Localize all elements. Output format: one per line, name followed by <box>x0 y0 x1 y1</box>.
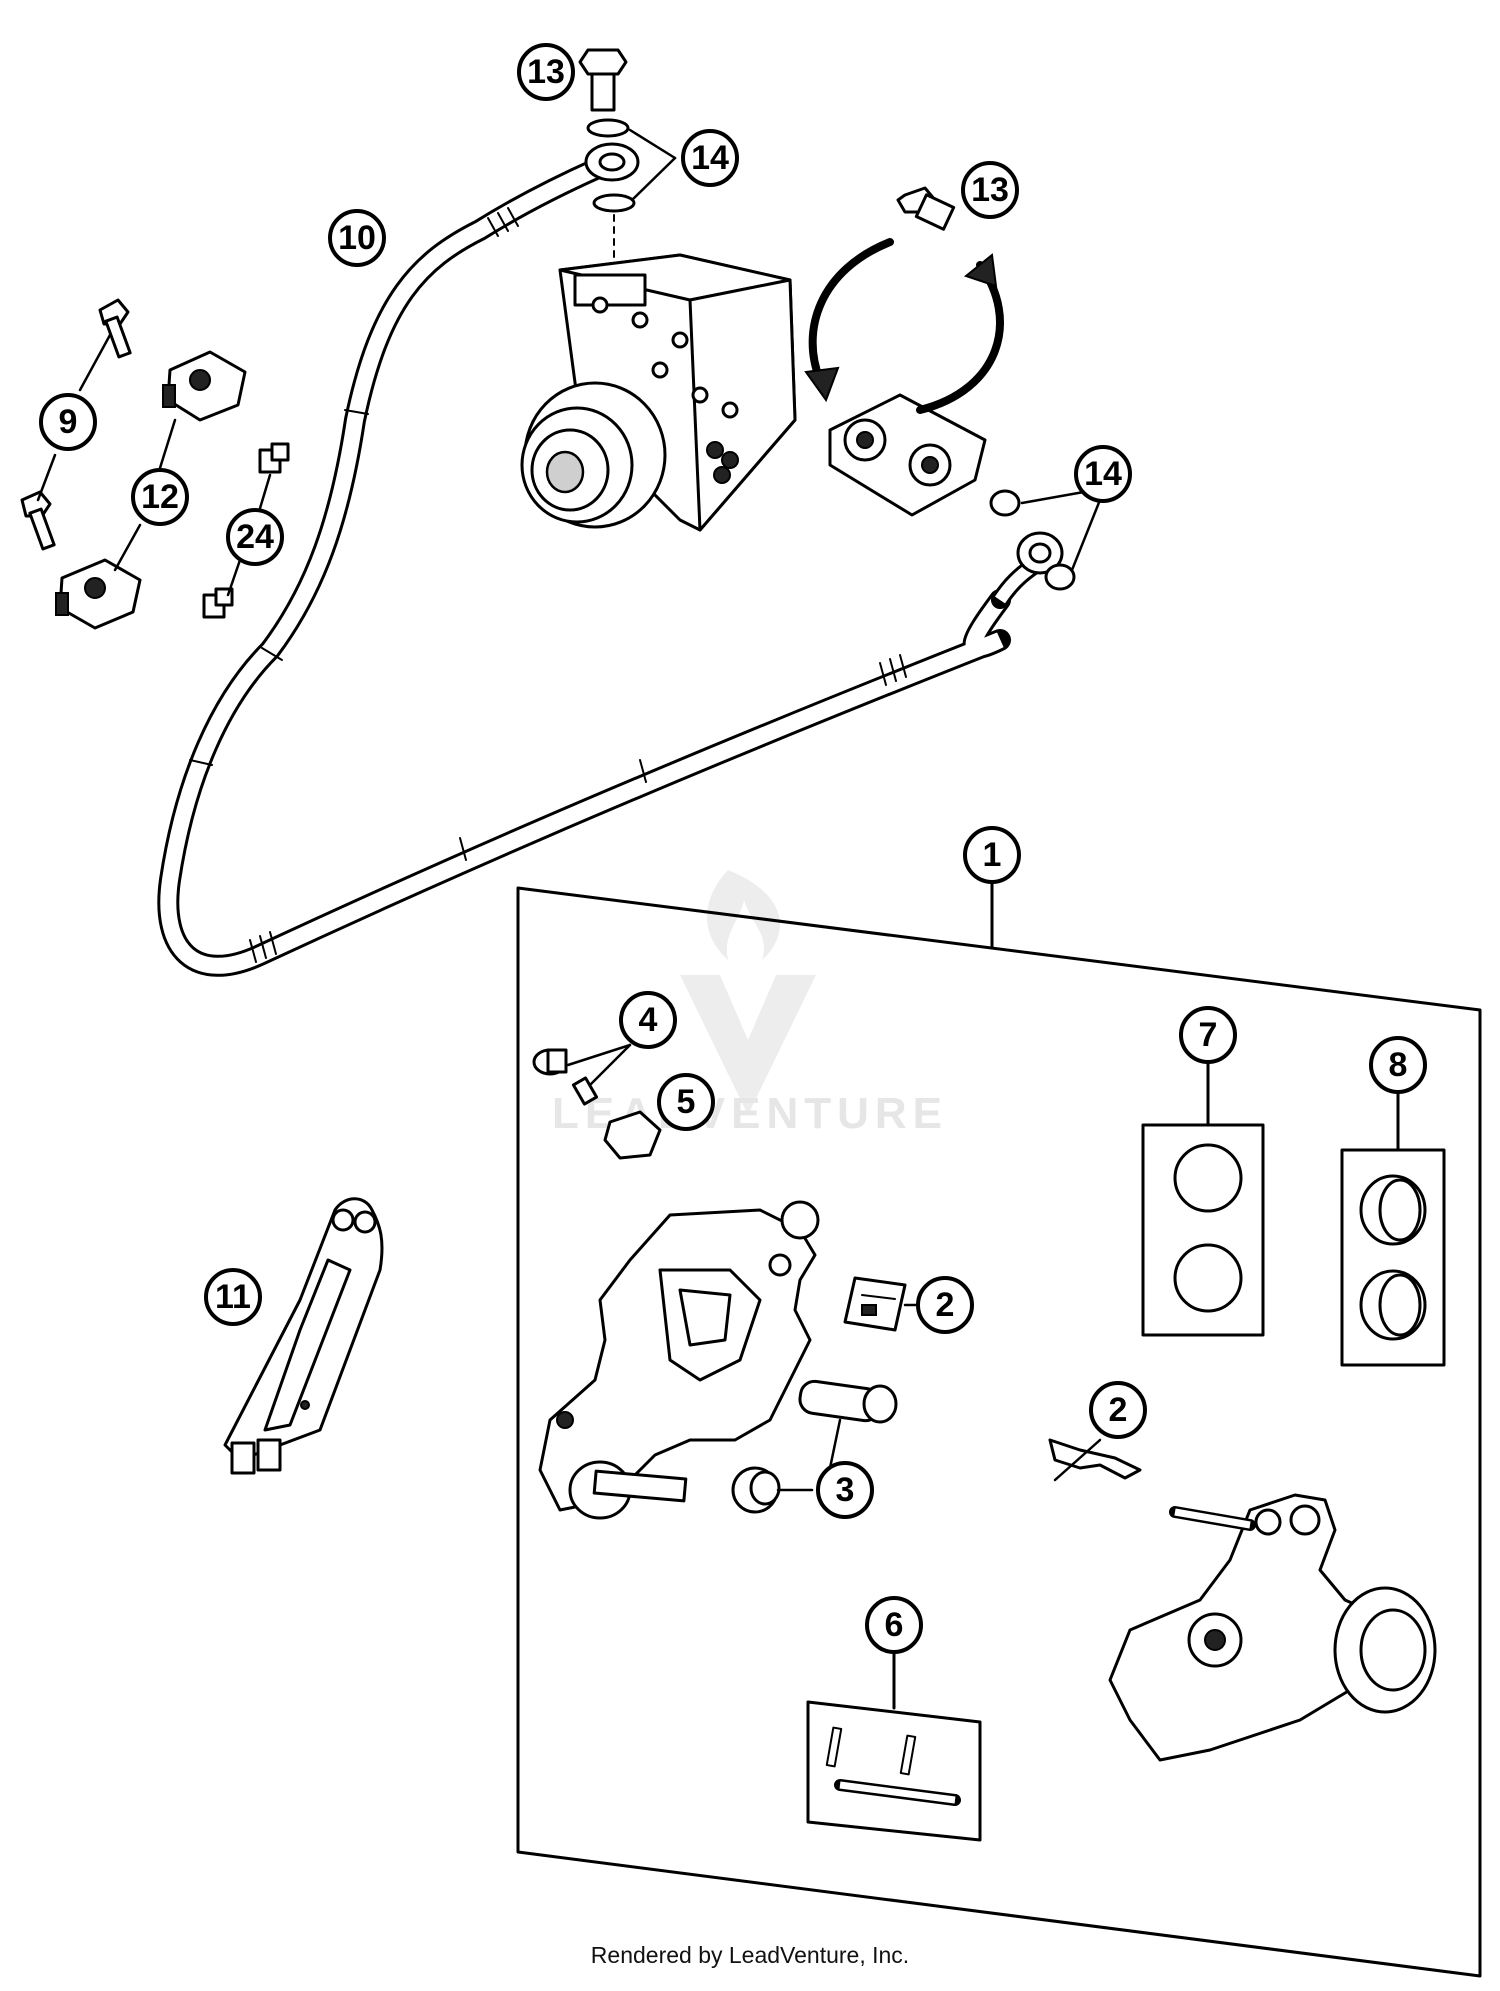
seal-ring-set-drawing <box>1340 1088 1446 1367</box>
svg-text:5: 5 <box>677 1083 696 1121</box>
spring-plates-drawing <box>843 1276 1142 1480</box>
callout-4: 4 <box>619 991 677 1049</box>
callout-12: 12 <box>131 468 189 526</box>
callout-14-top: 14 <box>681 129 739 187</box>
callout-9: 9 <box>39 393 97 451</box>
svg-text:6: 6 <box>885 1606 904 1644</box>
bleeder-plug-drawing <box>532 1043 662 1160</box>
svg-text:10: 10 <box>338 219 376 257</box>
watermark-logo: LEADVENTURE <box>552 870 942 1138</box>
callout-24: 24 <box>226 508 284 566</box>
footer-credit: Rendered by LeadVenture, Inc. <box>590 1942 910 1968</box>
svg-text:1: 1 <box>983 836 1002 874</box>
pin-set-drawing <box>806 1648 982 1842</box>
callout-6: 6 <box>865 1596 923 1654</box>
svg-text:12: 12 <box>141 478 179 516</box>
callout-10: 10 <box>328 209 386 267</box>
callout-5: 5 <box>657 1073 715 1131</box>
svg-text:14: 14 <box>1084 455 1122 493</box>
svg-text:2: 2 <box>936 1286 955 1324</box>
callout-14-side: 14 <box>1074 445 1132 503</box>
callout-7: 7 <box>1179 1006 1237 1064</box>
line-holders-drawing <box>55 350 247 630</box>
svg-text:11: 11 <box>215 1278 251 1316</box>
screws-drawing <box>20 298 132 551</box>
cable-clips-drawing <box>202 442 290 619</box>
caliper-housing-drawing <box>538 1200 820 1520</box>
kit-box <box>516 880 1482 1978</box>
svg-text:14: 14 <box>691 139 729 177</box>
svg-text:7: 7 <box>1199 1016 1218 1054</box>
svg-text:2: 2 <box>1109 1391 1128 1429</box>
port-block-drawing <box>804 186 1076 591</box>
callout-2-lower: 2 <box>1089 1381 1147 1439</box>
callout-1: 1 <box>963 826 1021 884</box>
callout-8: 8 <box>1369 1036 1427 1094</box>
svg-text:13: 13 <box>527 53 565 91</box>
abs-unit-drawing <box>520 253 797 532</box>
callout-3: 3 <box>816 1461 874 1519</box>
svg-text:9: 9 <box>59 403 78 441</box>
svg-text:8: 8 <box>1389 1046 1408 1084</box>
brake-pads-drawing <box>223 1197 384 1475</box>
piston-set-drawing <box>1141 1058 1265 1337</box>
callout-13-top: 13 <box>517 43 575 101</box>
svg-text:4: 4 <box>639 1001 658 1039</box>
svg-text:24: 24 <box>236 518 274 556</box>
callout-11: 11 <box>204 1268 262 1326</box>
carrier-bracket-drawing <box>1108 1493 1437 1762</box>
brake-line-drawing <box>157 142 1064 977</box>
svg-text:13: 13 <box>971 171 1009 209</box>
callout-2-upper: 2 <box>916 1276 974 1334</box>
callout-13-side: 13 <box>961 161 1019 219</box>
svg-text:3: 3 <box>836 1471 855 1509</box>
guide-pins-drawing <box>731 1379 898 1514</box>
banjo-bolt-top-drawing <box>578 48 636 261</box>
